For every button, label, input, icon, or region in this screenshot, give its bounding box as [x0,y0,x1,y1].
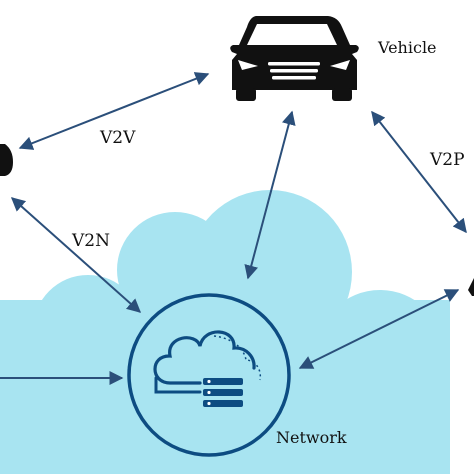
vehicle-partial-icon [0,144,13,176]
network-label: Network [276,428,347,447]
v2p-label: V2P [430,150,465,170]
vehicle-network-arrow [244,110,296,280]
v2p-arrow [371,110,467,234]
pedestrian-partial-icon [468,278,474,296]
v2v-arrow [18,72,210,150]
v2n-label: V2N [72,231,110,251]
pedestrian-network-arrow [298,289,460,369]
v2n-arrow [10,197,142,313]
vehicle-label: Vehicle [378,38,437,57]
car-front-icon [230,16,359,101]
network-node [127,293,291,457]
cloud-server-icon [153,330,262,407]
v2v-label: V2V [100,128,136,148]
